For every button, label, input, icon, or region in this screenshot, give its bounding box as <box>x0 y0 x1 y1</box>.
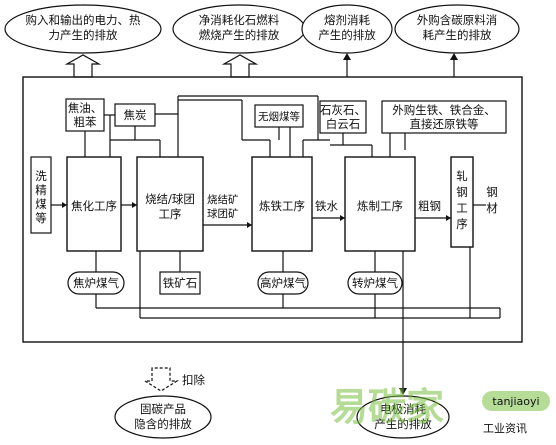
arrow-head-icon <box>62 202 67 208</box>
washed-coal-char: 洗 <box>35 169 47 183</box>
gas-coke-oven: 焦炉煤气 <box>67 271 125 295</box>
hollow-up-arrows <box>64 54 259 78</box>
system-boundary <box>22 76 523 343</box>
input-purchased-iron-line1: 外购生铁、铁合金、 <box>392 103 496 117</box>
flow-sinter-label: 烧结矿 <box>207 193 239 206</box>
deduct-arrow: 扣除 <box>142 367 205 392</box>
deduct-label: 扣除 <box>182 373 205 387</box>
washed-coal-char: 精 <box>35 183 47 197</box>
input-coke-tar-line1: 焦油、 <box>68 101 103 115</box>
thin-up-arrows <box>343 53 458 77</box>
emission-fixed-carbon: 固碳产品 隐含的排放 <box>114 395 212 439</box>
gas-converter-label: 转炉煤气 <box>352 276 398 290</box>
emission-electrode-line2: 产生的排放 <box>374 417 432 431</box>
watermark-pill <box>482 391 550 411</box>
flow-steel-product-char: 钢 <box>486 185 498 199</box>
emission-purchased-power-line1: 购入和输出的电力、热 <box>26 13 141 27</box>
process-coking: 焦化工序 <box>66 156 122 252</box>
input-limestone-line2: 白云石 <box>326 117 361 131</box>
arrow-head-icon <box>132 202 137 208</box>
emission-carbon-material-line2: 耗产生的排放 <box>423 28 492 42</box>
input-limestone-line1: 石灰石、 <box>320 103 366 117</box>
emission-fixed-carbon-line2: 隐含的排放 <box>134 417 192 431</box>
process-rolling-char: 轧 <box>456 169 468 183</box>
arrow-head-icon <box>247 222 252 228</box>
emission-purchased-power-line2: 力产生的排放 <box>49 28 118 42</box>
process-sintering-line2: 工序 <box>159 207 182 221</box>
process-steelmaking: 炼制工序 <box>344 156 416 252</box>
emission-purchased-power: 购入和输出的电力、热 力产生的排放 <box>4 4 162 54</box>
up-arrow-icon <box>64 54 102 78</box>
arrow-head-icon <box>340 215 345 221</box>
flow-pellet-label: 球团矿 <box>207 207 239 220</box>
flow-steel-product-char: 材 <box>486 201 498 215</box>
input-iron-ore: 铁矿石 <box>159 271 201 295</box>
process-rolling-char: 工 <box>456 201 468 215</box>
emission-flux-line1: 熔剂消耗 <box>324 13 370 27</box>
input-anthracite-label: 无烟煤等 <box>258 110 300 123</box>
arrow-head-icon <box>399 388 407 395</box>
input-coke-tar: 焦油、 粗苯 <box>65 98 105 132</box>
arrow-head-icon <box>450 53 458 60</box>
process-sintering-line1: 烧结/球团 <box>145 192 195 206</box>
emission-electrode-line1: 电极消耗 <box>380 402 426 416</box>
emission-flux-line2: 产生的排放 <box>318 28 376 42</box>
input-coke-tar-line2: 粗苯 <box>74 115 97 129</box>
input-washed-coal: 洗 精 煤 等 <box>30 156 52 234</box>
gas-blast-furnace-label: 高炉煤气 <box>260 276 306 290</box>
up-arrow-icon <box>221 54 259 78</box>
input-purchased-iron: 外购生铁、铁合金、 直接还原铁等 <box>381 100 507 134</box>
process-ironmaking-label: 炼铁工序 <box>259 199 305 213</box>
watermark-note: 工业资讯 <box>483 422 527 435</box>
emission-fixed-carbon-line1: 固碳产品 <box>140 402 186 416</box>
input-iron-ore-label: 铁矿石 <box>163 276 198 290</box>
washed-coal-char: 等 <box>35 211 47 225</box>
gas-blast-furnace: 高炉煤气 <box>257 271 309 295</box>
input-coke-label: 焦炭 <box>124 108 147 122</box>
gas-coke-oven-label: 焦炉煤气 <box>73 276 119 290</box>
connectors <box>51 95 501 395</box>
process-steelmaking-label: 炼制工序 <box>357 199 403 213</box>
process-rolling-char: 钢 <box>456 185 468 199</box>
input-limestone: 石灰石、 白云石 <box>319 100 367 134</box>
washed-coal-char: 煤 <box>35 197 47 211</box>
flow-molten-iron-label: 铁水 <box>315 199 338 213</box>
arrow-head-icon <box>343 53 351 60</box>
watermark-brand: 易碳家 <box>330 385 444 429</box>
emission-flux: 熔剂消耗 产生的排放 <box>301 4 393 54</box>
emission-fossil-fuel-line2: 燃烧产生的排放 <box>199 28 280 42</box>
process-sintering: 烧结/球团 工序 <box>136 156 204 252</box>
emission-carbon-material: 外购含碳原料消 耗产生的排放 <box>394 4 520 54</box>
input-anthracite: 无烟煤等 <box>254 104 304 128</box>
down-arrow-icon <box>142 367 180 392</box>
emission-fossil-fuel: 净消耗化石燃料 燃烧产生的排放 <box>172 4 306 54</box>
gas-converter: 转炉煤气 <box>347 271 403 295</box>
watermark: 易碳家 tanjiaoyi 工业资讯 <box>330 385 550 435</box>
flow-crude-steel-label: 粗钢 <box>418 199 441 213</box>
process-coking-label: 焦化工序 <box>71 199 117 213</box>
process-rolling-char: 序 <box>456 217 468 231</box>
input-purchased-iron-line2: 直接还原铁等 <box>410 117 479 131</box>
emission-electrode: 电极消耗 产生的排放 <box>356 395 450 439</box>
input-coke: 焦炭 <box>114 103 156 127</box>
watermark-site: tanjiaoyi <box>492 395 539 408</box>
process-rolling: 轧 钢 工 序 <box>450 156 474 248</box>
emission-fossil-fuel-line1: 净消耗化石燃料 <box>199 13 280 27</box>
process-ironmaking: 炼铁工序 <box>251 156 313 252</box>
arrow-head-icon <box>446 215 451 221</box>
emission-carbon-material-line1: 外购含碳原料消 <box>417 13 498 27</box>
